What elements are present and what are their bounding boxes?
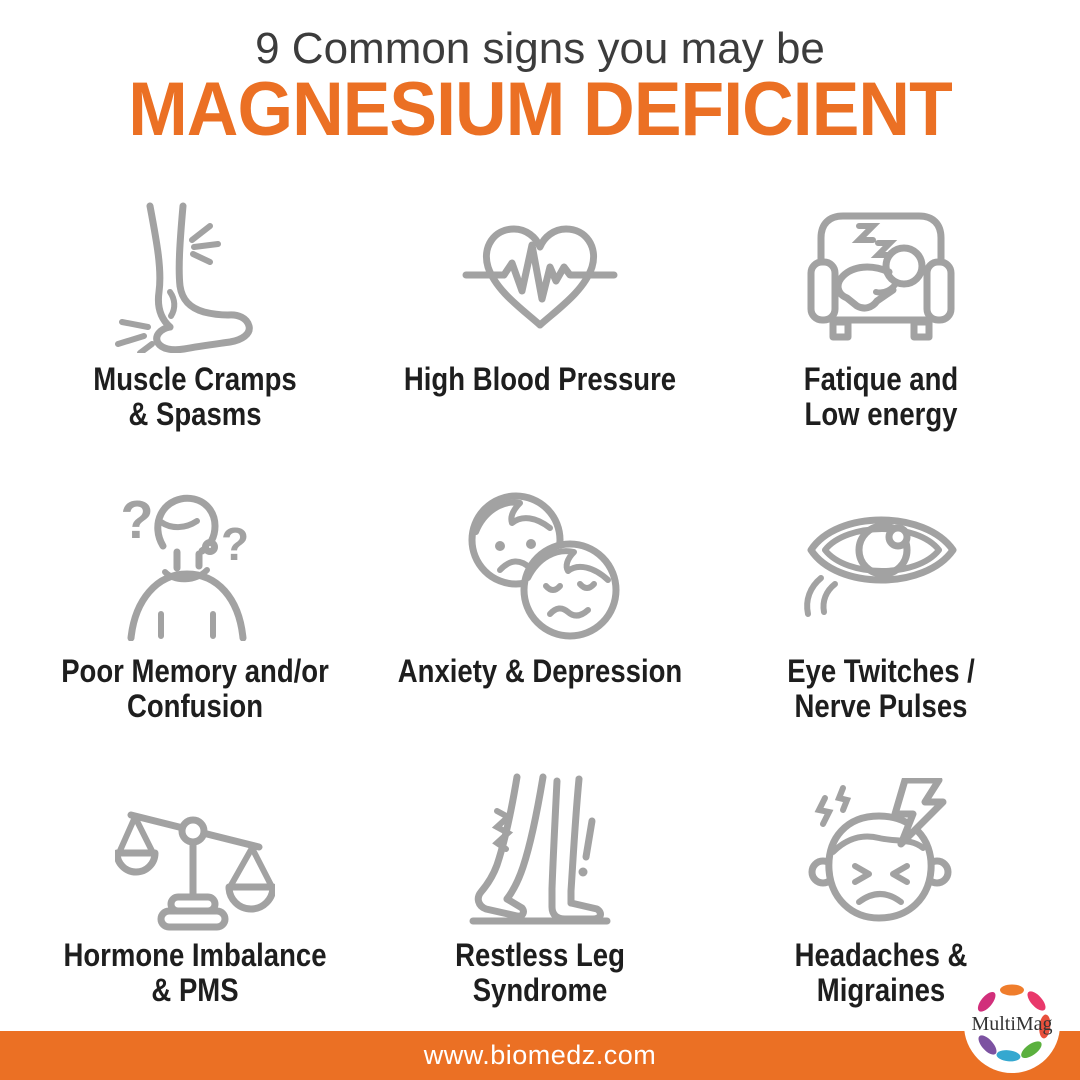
sign-cell-hormone-imbalance: Hormone Imbalance & PMS <box>25 773 365 1008</box>
sign-label: Headaches & Migraines <box>794 937 968 1008</box>
footer-bar: www.biomedz.com <box>0 1031 1080 1080</box>
sign-cell-poor-memory: ? ? Poor Memory and/or Confusion <box>25 486 365 724</box>
sign-label: Poor Memory and/or Confusion <box>61 653 329 724</box>
sign-label: Anxiety & Depression <box>397 653 683 689</box>
confused-person-icon: ? ? <box>121 490 249 641</box>
couch-sleep-icon <box>807 212 955 341</box>
sign-cell-high-blood-pressure: High Blood Pressure <box>370 198 710 397</box>
multimag-logo: MultiMag <box>964 977 1060 1073</box>
heart-pulse-icon <box>462 225 618 329</box>
restless-legs-icon <box>469 773 611 925</box>
multimag-logo-mark: MultiMag <box>971 984 1053 1062</box>
sign-label: Restless Leg Syndrome <box>455 937 625 1008</box>
page-title-emphasis: MAGNESIUM DEFICIENT <box>128 67 952 152</box>
balance-scale-icon <box>115 811 275 931</box>
sign-cell-fatigue: Fatique and Low energy <box>711 198 1051 432</box>
sad-faces-icon <box>468 492 619 640</box>
page-title: 9 Common signs you may be <box>255 24 825 73</box>
sign-cell-muscle-cramps: Muscle Cramps & Spasms <box>25 198 365 432</box>
sign-cell-eye-twitches: Eye Twitches / Nerve Pulses <box>711 486 1051 724</box>
sign-label: Muscle Cramps & Spasms <box>93 361 297 432</box>
sign-cell-restless-leg: Restless Leg Syndrome <box>370 773 710 1008</box>
sign-label: Fatique and Low energy <box>803 361 959 432</box>
foot-cramp-icon <box>115 202 253 353</box>
multimag-logo-text: MultiMag <box>971 1013 1052 1035</box>
website-url: www.biomedz.com <box>423 1040 657 1070</box>
eye-twitch-icon <box>804 516 957 617</box>
sign-cell-headaches: Headaches & Migraines <box>711 773 1051 1008</box>
sign-cell-anxiety-depression: Anxiety & Depression <box>370 486 710 689</box>
headache-icon <box>808 778 951 922</box>
svg-text:?: ? <box>121 490 154 550</box>
sign-label: Eye Twitches / Nerve Pulses <box>787 653 975 724</box>
sign-label: Hormone Imbalance & PMS <box>63 937 327 1008</box>
svg-text:?: ? <box>221 518 249 570</box>
sign-label: High Blood Pressure <box>403 361 677 397</box>
